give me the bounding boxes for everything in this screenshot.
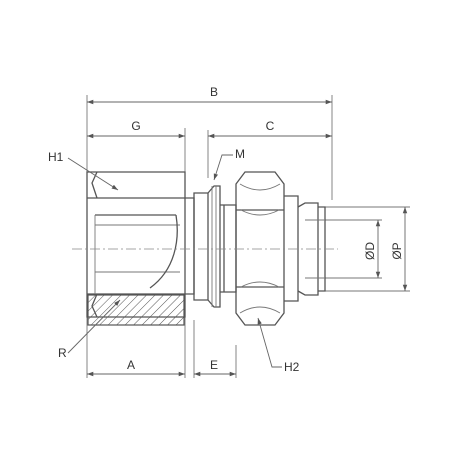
dimension-lines: [87, 99, 408, 377]
label-e: E: [210, 358, 218, 372]
label-g: G: [131, 119, 140, 133]
leader-h1: [67, 157, 119, 191]
hatched-section: [87, 294, 185, 326]
leader-m: [213, 154, 233, 181]
leader-r: [67, 299, 121, 354]
label-h1: H1: [48, 150, 64, 164]
leader-lines: [67, 154, 282, 368]
middle-neck: [185, 185, 237, 308]
tube-end: [284, 195, 326, 302]
label-h2: H2: [284, 360, 300, 374]
leader-h2: [257, 317, 282, 368]
label-od: ØD: [363, 242, 377, 260]
label-b: B: [210, 85, 218, 99]
label-m: M: [235, 147, 245, 161]
label-r: R: [58, 346, 67, 360]
label-a: A: [127, 358, 135, 372]
hex-nut: [235, 171, 285, 326]
label-op: ØP: [390, 242, 404, 259]
label-c: C: [266, 119, 275, 133]
extension-lines: [86, 95, 410, 378]
